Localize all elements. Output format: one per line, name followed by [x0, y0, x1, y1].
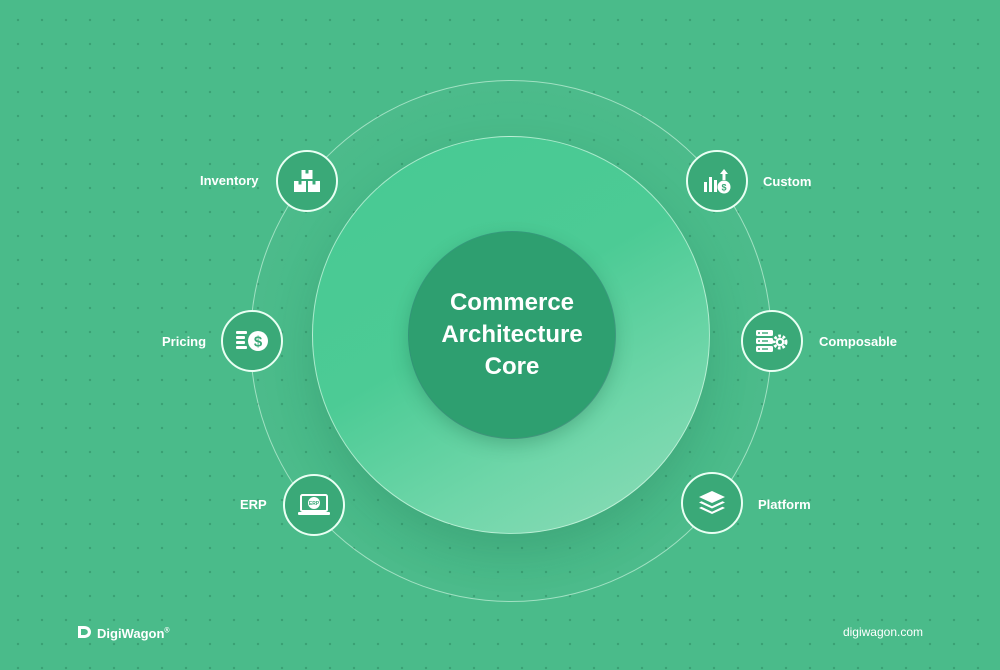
label-platform: Platform — [758, 497, 811, 512]
node-inventory[interactable] — [276, 150, 338, 212]
label-erp: ERP — [240, 497, 267, 512]
node-custom[interactable]: $ — [686, 150, 748, 212]
digiwagon-logo-icon — [77, 625, 92, 642]
svg-text:$: $ — [254, 334, 263, 351]
svg-text:$: $ — [721, 183, 726, 193]
node-platform[interactable] — [681, 472, 743, 534]
label-inventory: Inventory — [200, 173, 259, 188]
brand-logo[interactable]: DigiWagon® — [77, 625, 170, 642]
chart-growth-icon: $ — [702, 167, 732, 195]
layers-icon — [697, 489, 727, 517]
node-pricing[interactable]: $ — [221, 310, 283, 372]
label-custom: Custom — [763, 174, 812, 189]
node-erp[interactable]: ERP — [283, 474, 345, 536]
laptop-erp-icon: ERP — [297, 492, 331, 518]
boxes-icon — [293, 169, 321, 193]
core-title: Commerce Architecture Core — [417, 287, 607, 383]
core-title-line-3: Core — [484, 353, 540, 380]
coins-dollar-icon: $ — [235, 328, 269, 354]
core-title-line-1: Commerce — [449, 289, 575, 316]
server-gear-icon — [755, 327, 789, 355]
brand-name: DigiWagon® — [97, 626, 170, 641]
erp-icon-badge: ERP — [309, 501, 320, 507]
label-pricing: Pricing — [162, 334, 207, 349]
node-composable[interactable] — [741, 310, 803, 372]
core-title-line-2: Architecture — [441, 321, 583, 348]
core-circle: Commerce Architecture Core — [409, 232, 615, 438]
website-link[interactable]: digiwagon.com — [842, 625, 923, 639]
label-composable: Composable — [819, 334, 898, 349]
